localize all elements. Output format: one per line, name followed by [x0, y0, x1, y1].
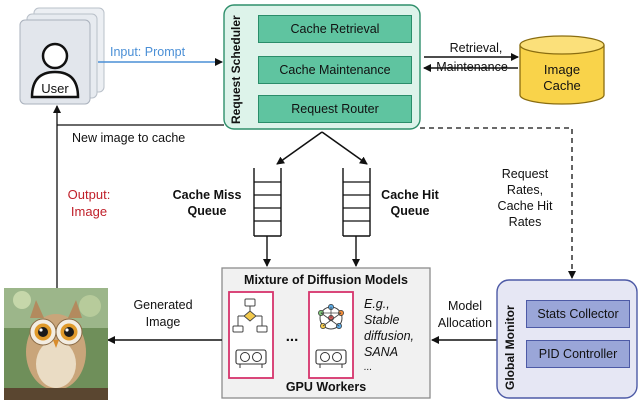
rates-dashed-arrow — [420, 127, 576, 279]
image-cache-line2: Cache — [543, 78, 581, 93]
workers-footer: GPU Workers — [285, 380, 367, 394]
output-line1: Output: — [67, 187, 111, 202]
to-miss-queue-arrow — [276, 131, 323, 165]
gpu-card-2 — [308, 291, 354, 379]
output-image-label: Output: Image — [54, 186, 124, 220]
global-monitor-title: Global Monitor — [503, 305, 517, 390]
stats-collector-module: Stats Collector — [526, 300, 630, 328]
image-cache-line1: Image — [543, 62, 581, 77]
cache-retrieval-module: Cache Retrieval — [258, 15, 412, 43]
model-examples: E.g., Stable diffusion, SANA ... — [364, 296, 428, 376]
user-label: User — [41, 81, 69, 96]
generated-line1: Generated — [133, 298, 193, 312]
cache-maintenance-module: Cache Maintenance — [258, 56, 412, 84]
input-prompt-label: Input: Prompt — [110, 45, 186, 59]
user-icon — [30, 42, 80, 99]
cache-hit-queue — [342, 168, 371, 237]
miss-line2: Queue — [187, 204, 227, 218]
cache-miss-queue — [253, 168, 282, 237]
miss-line1: Cache Miss — [172, 188, 242, 202]
hit-line2: Queue — [390, 204, 430, 218]
retrieval-maintenance-label: Retrieval, Maintenance — [424, 40, 520, 76]
allocation-line1: Model — [447, 299, 483, 313]
generated-line2: Image — [145, 315, 181, 329]
model-allocation-label: Model Allocation — [432, 298, 498, 332]
output-line2: Image — [70, 204, 108, 219]
rates-line2: Rates, — [506, 183, 544, 197]
retrieval-text: Retrieval, — [449, 41, 503, 55]
image-cache-label: Image Cache — [520, 62, 604, 94]
generated-image-label: Generated Image — [118, 297, 208, 331]
request-router-module: Request Router — [258, 95, 412, 123]
cache-miss-queue-label: Cache Miss Queue — [162, 187, 252, 219]
global-monitor-box — [496, 279, 638, 399]
examples-line3: diffusion, — [364, 329, 415, 343]
hit-line1: Cache Hit — [381, 188, 439, 202]
rates-line4: Rates — [508, 215, 542, 229]
maintenance-text: Maintenance — [436, 60, 508, 74]
allocation-line2: Allocation — [437, 316, 493, 330]
to-hit-queue-arrow — [321, 131, 368, 165]
new-image-label: New image to cache — [72, 131, 186, 145]
rates-line3: Cache Hit — [497, 199, 553, 213]
pid-controller-module: PID Controller — [526, 340, 630, 368]
cache-hit-queue-label: Cache Hit Queue — [373, 187, 447, 219]
workers-ellipsis: ... — [285, 328, 299, 345]
request-scheduler-title: Request Scheduler — [229, 15, 243, 124]
examples-line4: SANA — [364, 345, 399, 359]
gpu-card-1 — [228, 291, 274, 379]
owl-image — [4, 288, 108, 400]
image-cache-cylinder — [519, 35, 605, 105]
examples-line5: ... — [364, 362, 373, 373]
examples-line1: E.g., — [364, 297, 390, 311]
rates-label: Request Rates, Cache Hit Rates — [482, 166, 568, 230]
examples-line2: Stable — [364, 313, 400, 327]
rates-line1: Request — [501, 167, 549, 181]
workers-title: Mixture of Diffusion Models — [244, 273, 408, 287]
